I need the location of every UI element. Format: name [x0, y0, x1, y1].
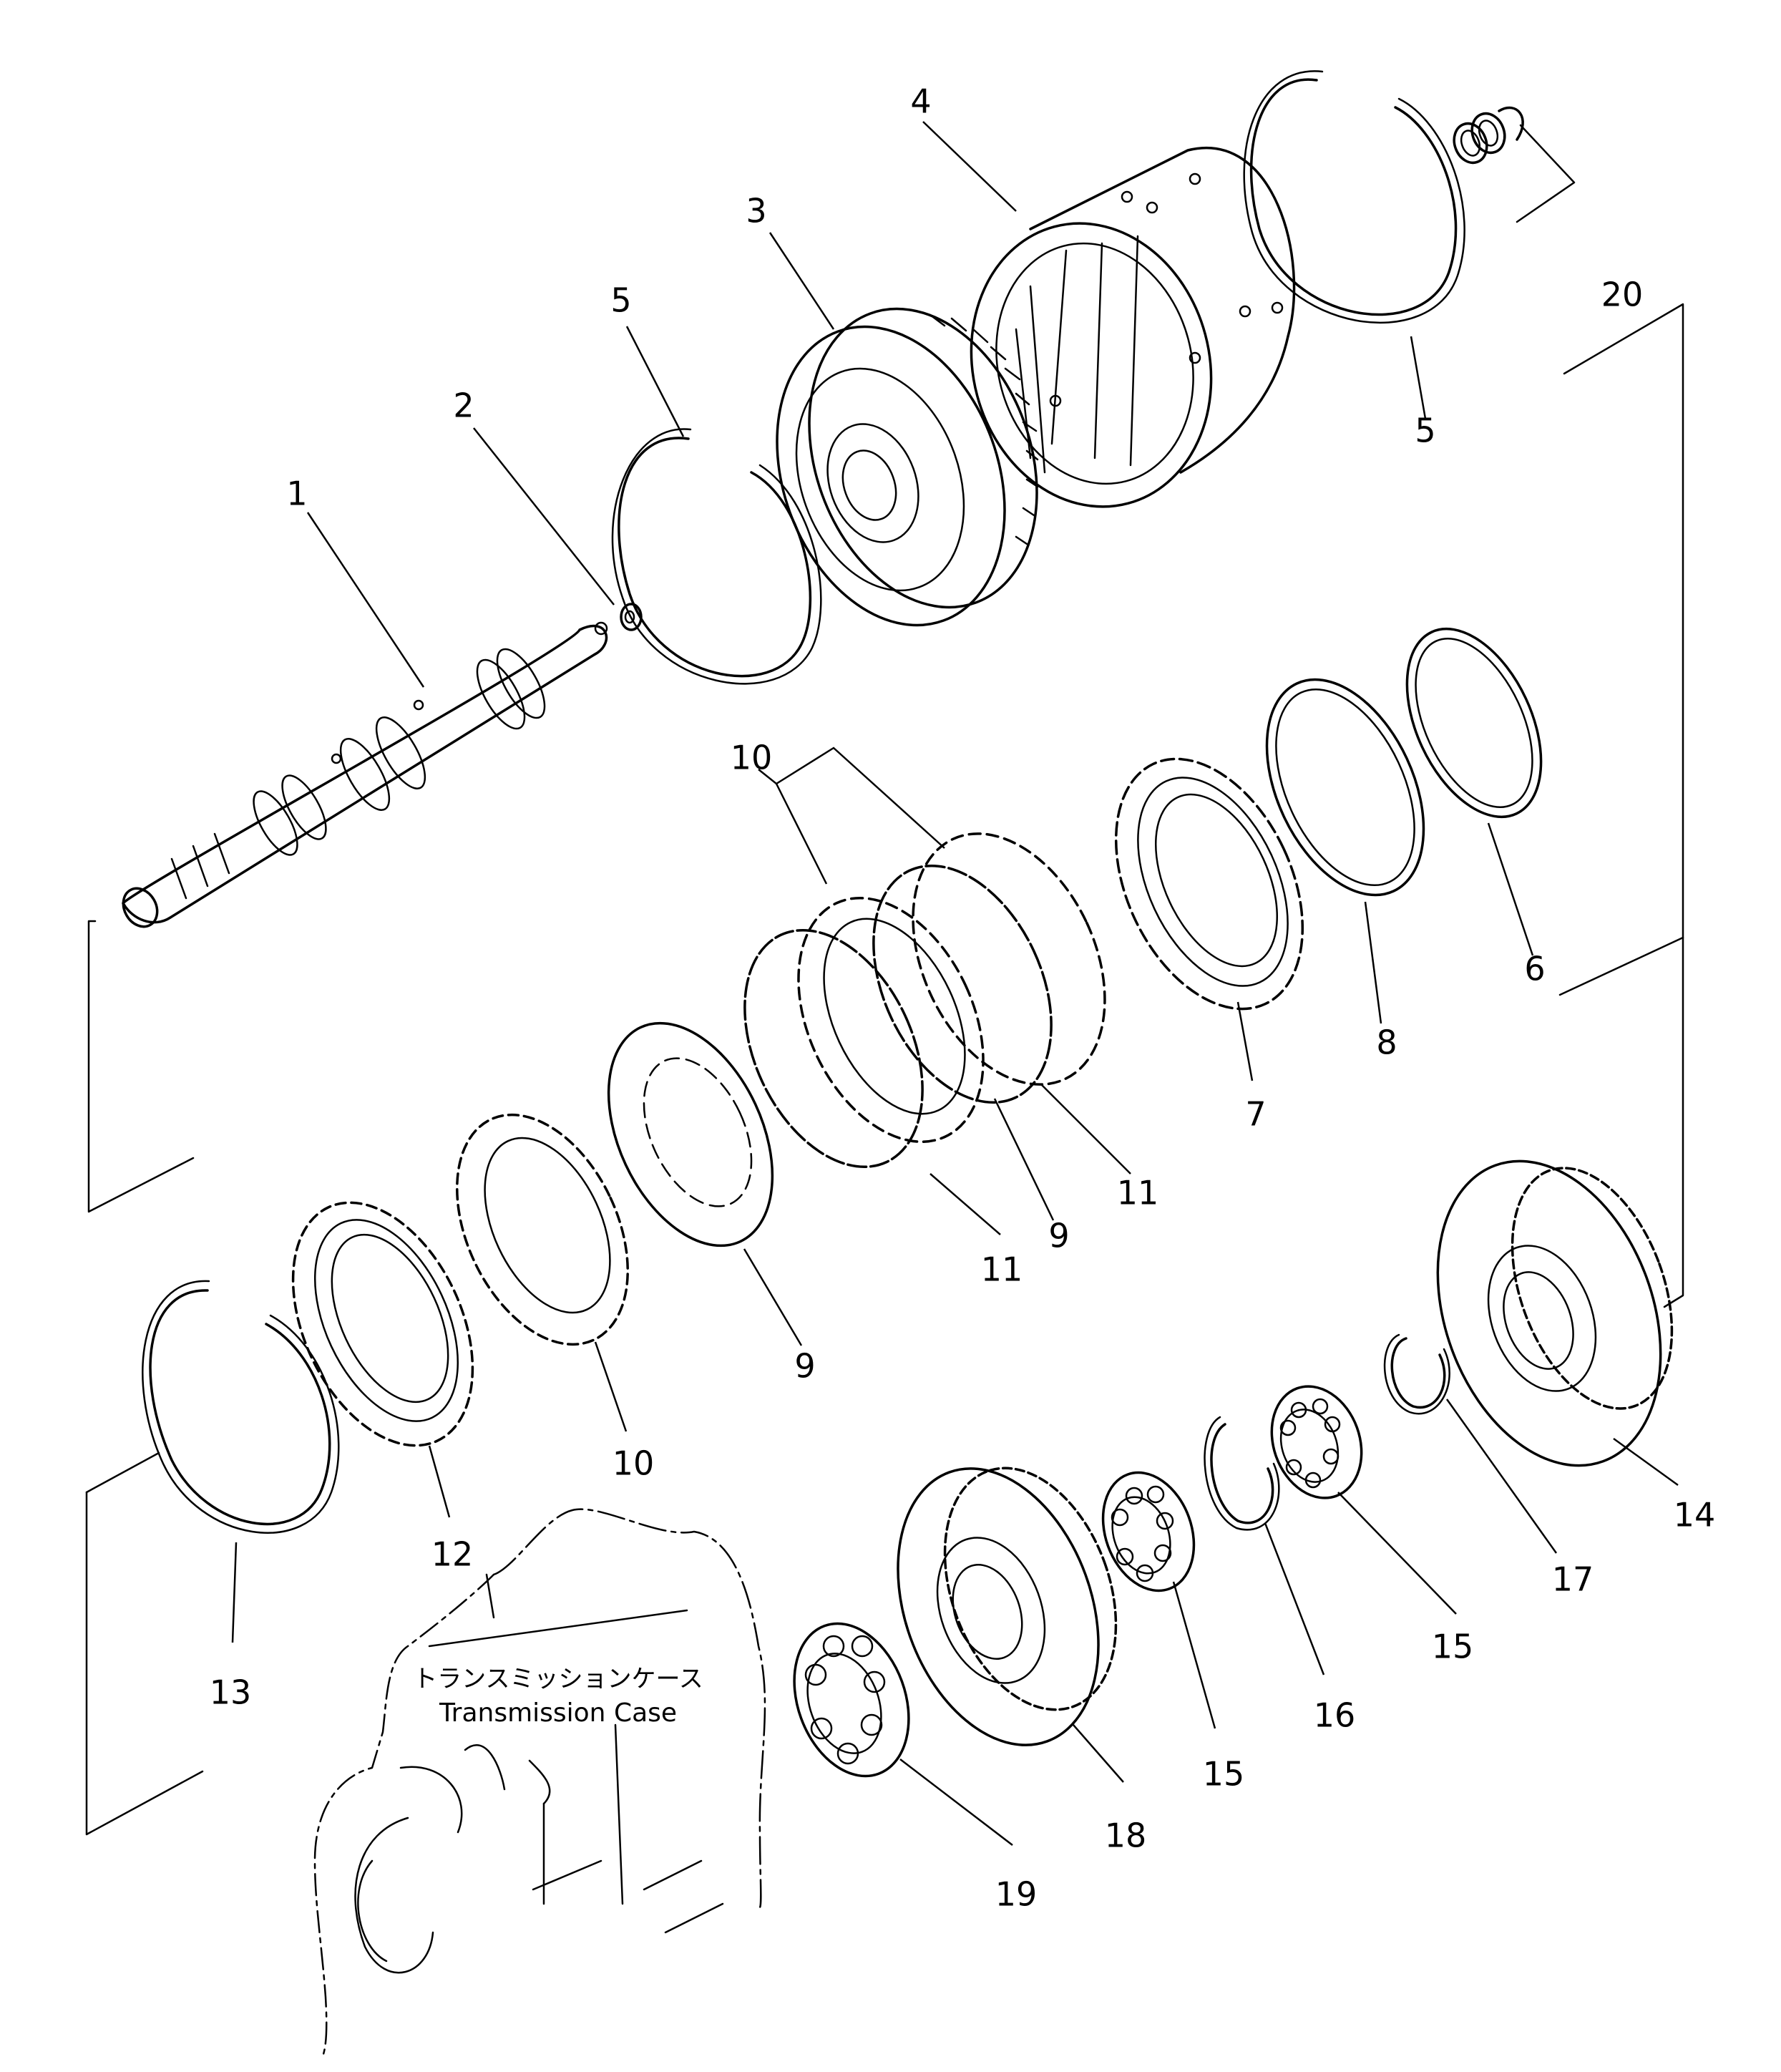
- callout-7: 7: [1245, 1095, 1266, 1134]
- callout-1: 1: [286, 475, 307, 513]
- callout-4: 4: [910, 82, 931, 121]
- part-15-bearing-right: [1270, 1385, 1363, 1499]
- part-10-toothed-plate: [456, 1113, 629, 1346]
- leader-lines: [231, 121, 1679, 1846]
- transmission-case: [313, 1508, 766, 2056]
- callout-5-left: 5: [610, 281, 631, 320]
- part-8-plate: [1265, 678, 1425, 897]
- part-3-clutch-hub: [776, 307, 1039, 627]
- part-9-friction-disc: [607, 1021, 774, 1247]
- callout-8: 8: [1376, 1023, 1397, 1062]
- callout-10-lower: 10: [613, 1444, 655, 1483]
- callout-15-lower: 15: [1203, 1755, 1245, 1794]
- part-5-snap-ring-right: [1243, 70, 1465, 324]
- callout-17: 17: [1552, 1560, 1594, 1599]
- caption-english: Transmission Case: [439, 1698, 677, 1728]
- part-19-bearing: [793, 1622, 910, 1778]
- callout-9-lower: 9: [794, 1347, 815, 1386]
- section-brackets: [85, 303, 1684, 1836]
- part-1-shaft: [122, 621, 608, 928]
- callout-15-right: 15: [1432, 1628, 1474, 1666]
- part-12-toothed-plate: [291, 1201, 474, 1447]
- callout-12: 12: [431, 1535, 474, 1574]
- callout-6: 6: [1524, 950, 1545, 988]
- callout-2: 2: [453, 386, 474, 425]
- part-16-snap-ring: [1204, 1416, 1280, 1531]
- part-15-bearing-lower: [1101, 1471, 1196, 1592]
- part-7-clutch-plate: [1114, 757, 1304, 1011]
- callout-5-right: 5: [1415, 412, 1435, 450]
- callout-16: 16: [1314, 1696, 1356, 1735]
- callout-11-left: 11: [981, 1250, 1023, 1289]
- callout-13: 13: [210, 1673, 252, 1712]
- callout-18: 18: [1105, 1816, 1147, 1855]
- callout-20: 20: [1601, 276, 1644, 314]
- part-14-gear: [1436, 1159, 1674, 1467]
- caption-japanese: トランスミッションケース: [413, 1665, 703, 1693]
- part-20-seal-rings: [1453, 106, 1576, 223]
- callout-numbers: 1 2 5 3 4 5 20 6 8 7 10 11 9 11 9 10 12 …: [210, 82, 1716, 1914]
- part-17-snap-ring: [1383, 1333, 1450, 1415]
- callout-19: 19: [995, 1875, 1038, 1914]
- callout-10-upper: 10: [731, 739, 773, 777]
- callout-11-right: 11: [1117, 1174, 1159, 1212]
- part-13-snap-ring: [142, 1280, 340, 1534]
- part-6-plate: [1405, 627, 1543, 819]
- part-5-snap-ring-left: [611, 428, 822, 685]
- part-4-clutch-drum: [970, 147, 1296, 508]
- callout-9-upper: 9: [1048, 1217, 1069, 1255]
- callout-14: 14: [1674, 1496, 1716, 1534]
- callout-3: 3: [746, 192, 766, 230]
- part-18-gear: [897, 1467, 1118, 1746]
- part-10-11-clutch-pack: [743, 832, 1106, 1169]
